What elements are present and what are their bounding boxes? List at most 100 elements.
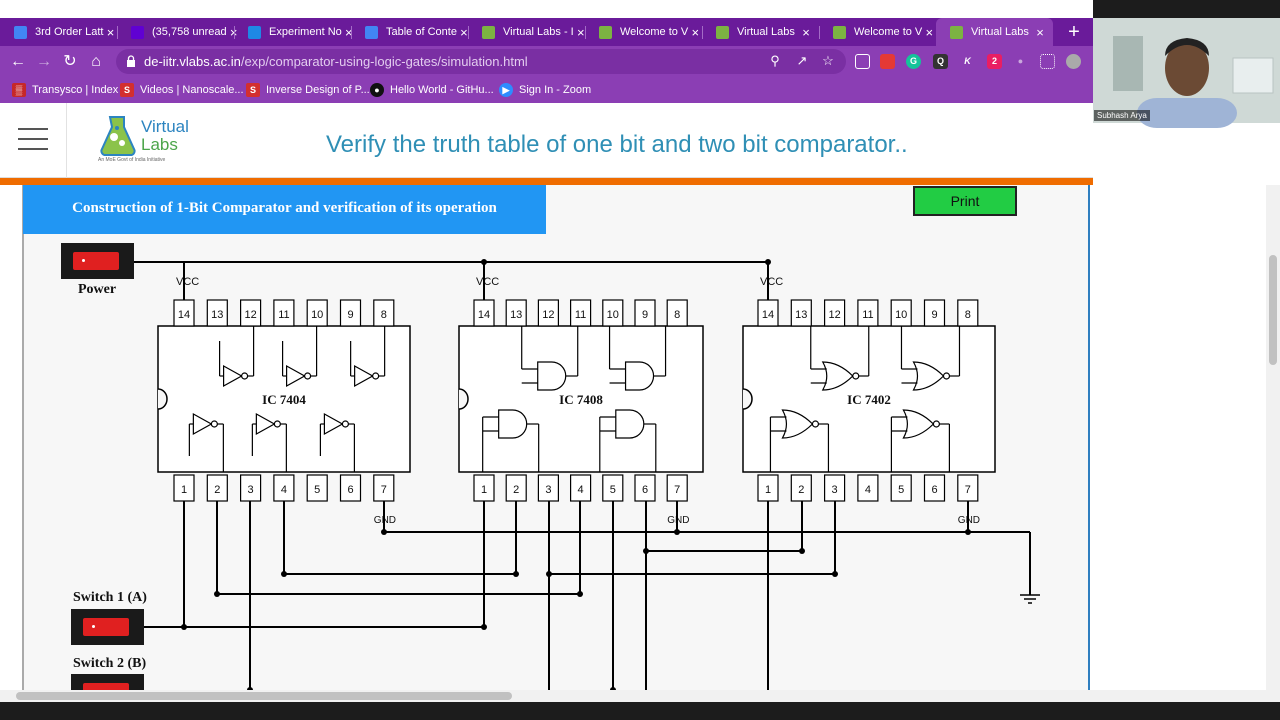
tab-close-icon[interactable]: ×: [1036, 24, 1044, 40]
tab-label: Virtual Labs: [737, 26, 795, 38]
menu-icon[interactable]: [18, 128, 48, 152]
reading-list-icon[interactable]: [855, 54, 870, 69]
tab-1[interactable]: (35,758 unread×: [117, 18, 237, 46]
extension-k-icon[interactable]: K: [964, 56, 971, 66]
tab-6[interactable]: Virtual Labs ×: [702, 18, 819, 46]
pin-box: [273, 299, 295, 327]
tab-label: Experiment No: [269, 26, 342, 38]
junction-dot: [546, 571, 552, 577]
tab-close-icon[interactable]: ×: [227, 25, 241, 40]
mic-icon[interactable]: ●: [1017, 56, 1024, 66]
junction-dot: [281, 571, 287, 577]
back-icon[interactable]: ←: [10, 53, 26, 70]
power-switch[interactable]: [61, 243, 134, 279]
tab-close-icon[interactable]: ×: [802, 24, 810, 40]
pin-box: [634, 299, 656, 327]
tab-0[interactable]: 3rd Order Latt×: [0, 18, 117, 46]
pin-number: 9: [347, 309, 353, 321]
pin-number: 12: [542, 309, 554, 321]
grammarly-icon[interactable]: G: [906, 54, 921, 69]
extension-badge-icon[interactable]: 2: [987, 54, 1002, 69]
pin-number: 10: [607, 309, 619, 321]
tab-close-icon[interactable]: ×: [925, 24, 934, 40]
virtual-labs-logo[interactable]: Virtual Labs An MoE Govt of India Initia…: [96, 113, 196, 169]
pin-number: 5: [610, 484, 616, 496]
github-icon: ●: [370, 83, 384, 97]
tab-5[interactable]: Welcome to V×: [585, 18, 702, 46]
pin-box: [537, 299, 560, 327]
pin-box: [306, 474, 328, 502]
bookmark-0[interactable]: ▒Transysco | Index: [12, 81, 118, 99]
tab-close-icon[interactable]: ×: [344, 24, 353, 40]
extensions-grid-icon[interactable]: [1040, 54, 1055, 69]
pdf-extension-icon[interactable]: [880, 54, 895, 69]
url-path: /exp/comparator-using-logic-gates/simula…: [240, 54, 528, 69]
forward-icon[interactable]: →: [36, 53, 52, 70]
pin-box: [923, 299, 946, 327]
power-label: Power: [78, 282, 117, 297]
pin-box: [857, 299, 879, 327]
pin-number: 13: [211, 309, 223, 321]
zoom-lens-icon[interactable]: ⚲: [770, 53, 780, 68]
vertical-scrollbar[interactable]: [1266, 185, 1280, 690]
tab-4[interactable]: Virtual Labs - I×: [468, 18, 585, 46]
nor-gate-bubble: [811, 420, 820, 428]
reload-icon[interactable]: ↻: [63, 53, 77, 70]
vlabs-icon: [716, 25, 729, 39]
tab-7[interactable]: Welcome to V×: [819, 18, 936, 46]
pin-number: 11: [575, 309, 586, 321]
tab-8[interactable]: Virtual Labs×: [936, 18, 1053, 46]
bookmark-4[interactable]: ▶Sign In - Zoom: [499, 81, 591, 99]
tab-label: Welcome to V: [854, 26, 923, 38]
logo-tagline: An MoE Govt of India Initiative: [98, 157, 166, 163]
tab-close-icon[interactable]: ×: [691, 24, 700, 40]
pin-number: 2: [798, 484, 804, 496]
pin-number: 7: [965, 484, 971, 496]
not-gate-bubble: [273, 420, 281, 428]
pin-number: 8: [674, 309, 680, 321]
ic-7402-notch: [742, 388, 753, 410]
docs-icon: [365, 25, 378, 39]
pin-number: 3: [832, 484, 838, 496]
pin-box: [857, 474, 879, 502]
print-button[interactable]: Print: [913, 186, 1017, 216]
address-bar[interactable]: de-iitr.vlabs.ac.in/exp/comparator-using…: [116, 49, 846, 74]
bookmark-3[interactable]: ●Hello World - GitHu...: [370, 81, 494, 99]
not-gate-bubble: [372, 372, 380, 380]
simulation-area: IC 7404VCC1411321231141059687GNDIC 7408V…: [0, 185, 1093, 710]
ic-7404-notch: [157, 388, 168, 410]
and-gate: [615, 409, 645, 439]
logo-text-labs: Labs: [141, 135, 178, 154]
extension-q-icon[interactable]: Q: [933, 54, 948, 69]
tab-close-icon[interactable]: ×: [460, 24, 468, 40]
accent-bar: [0, 178, 1093, 185]
horizontal-scrollbar[interactable]: [0, 690, 1280, 702]
bookmark-star-icon[interactable]: ☆: [822, 53, 834, 68]
pin-box: [957, 299, 979, 327]
and-gate: [624, 361, 655, 391]
nor-gate: [781, 409, 814, 439]
horizontal-scroll-thumb[interactable]: [16, 692, 512, 700]
tab-3[interactable]: Table of Conte×: [351, 18, 468, 46]
profile-avatar-icon[interactable]: [1066, 54, 1081, 69]
header-divider: [66, 103, 67, 178]
vertical-scroll-thumb[interactable]: [1269, 255, 1277, 365]
tab-separator: [585, 26, 586, 39]
new-tab-button[interactable]: +: [1068, 21, 1080, 43]
home-icon[interactable]: ⌂: [91, 53, 101, 70]
vlabs-icon: [833, 25, 846, 39]
pin-number: 6: [931, 484, 937, 496]
share-icon[interactable]: ↗: [796, 53, 808, 68]
pin-box: [339, 474, 362, 502]
switch1-toggle[interactable]: [71, 609, 144, 645]
tab-separator: [468, 26, 469, 39]
tab-close-icon[interactable]: ×: [106, 24, 115, 40]
tab-close-icon[interactable]: ×: [576, 24, 585, 40]
webcam-person-image: [1093, 18, 1280, 128]
tab-2[interactable]: Experiment No×: [234, 18, 353, 46]
pin-box: [923, 474, 946, 502]
vlabs-icon: [482, 25, 495, 39]
pin-number: 10: [311, 309, 323, 321]
